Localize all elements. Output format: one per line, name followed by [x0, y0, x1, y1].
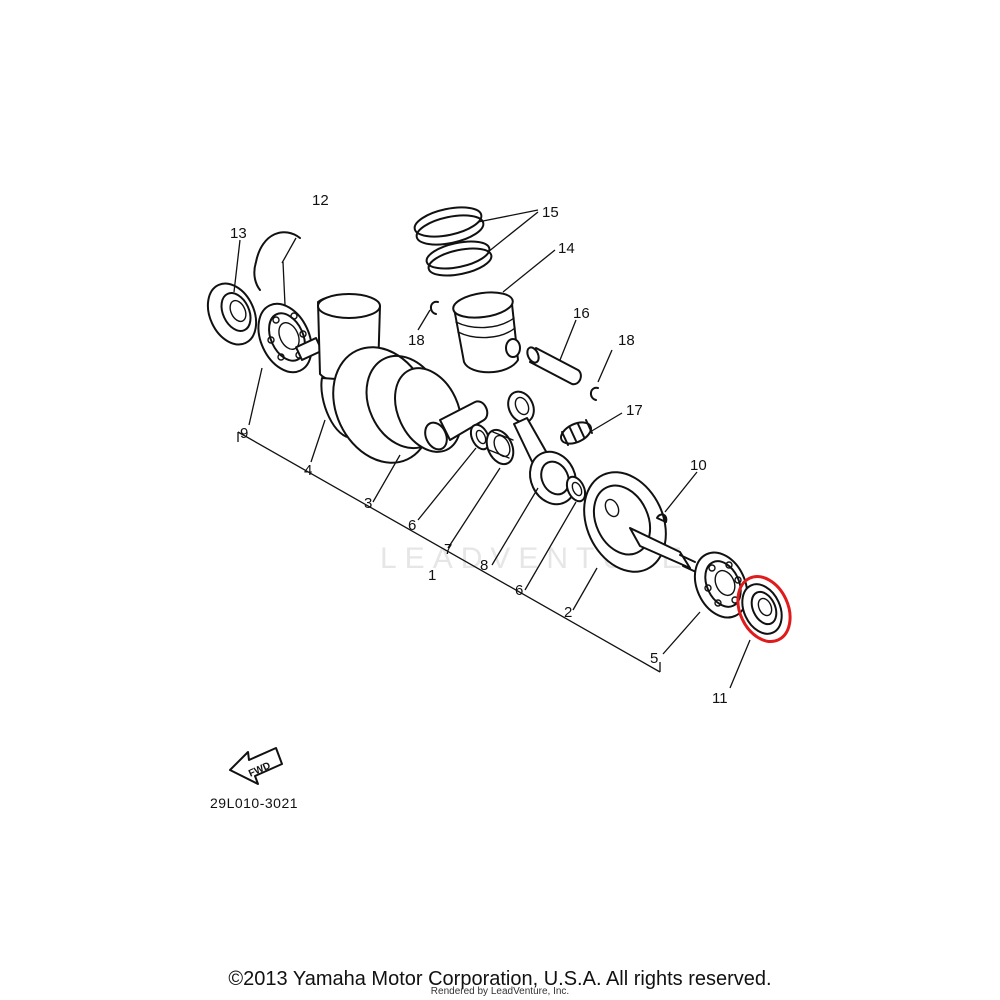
callout-18-right[interactable]: 18 [618, 332, 635, 349]
callout-8[interactable]: 8 [480, 557, 488, 574]
callout-6-right[interactable]: 6 [515, 582, 523, 599]
callout-5[interactable]: 5 [650, 650, 658, 667]
callout-2[interactable]: 2 [564, 604, 572, 621]
circlip-12 [253, 231, 301, 291]
highlight-ring [736, 575, 792, 643]
callout-1[interactable]: 1 [428, 567, 436, 584]
oil-seal-11[interactable] [735, 578, 790, 640]
drawing-code: 29L010-3021 [210, 795, 298, 811]
piston-rings-15 [413, 206, 493, 277]
leader-lines [233, 209, 751, 689]
callout-6-left[interactable]: 6 [408, 517, 416, 534]
callout-9[interactable]: 9 [240, 425, 248, 442]
callout-17[interactable]: 17 [626, 402, 643, 419]
needle-bearing-7 [485, 428, 515, 466]
copyright-notice: ©2013 Yamaha Motor Corporation, U.S.A. A… [228, 968, 772, 990]
callout-18-left[interactable]: 18 [408, 332, 425, 349]
renderer-credit: Rendered by LeadVenture, Inc. [430, 986, 570, 997]
callout-15[interactable]: 15 [542, 204, 559, 221]
callout-11[interactable]: 11 [712, 690, 728, 707]
piston-pin-16 [526, 346, 582, 386]
callout-14[interactable]: 14 [558, 240, 575, 257]
callout-16[interactable]: 16 [573, 305, 590, 322]
callout-13[interactable]: 13 [230, 225, 247, 242]
oil-seal-13 [206, 282, 258, 346]
washer-6-right [565, 475, 587, 503]
assembly-bracket [237, 431, 661, 673]
needle-bearing-17 [560, 419, 593, 446]
washer-6-left [469, 423, 491, 451]
circlip-18-left [430, 300, 439, 315]
crankshaft-left-4 [295, 293, 489, 464]
callout-3[interactable]: 3 [364, 495, 372, 512]
piston-14 [452, 291, 521, 374]
bearing-5 [693, 551, 749, 619]
woodruff-key-10 [656, 513, 668, 523]
bearing-9 [257, 302, 313, 374]
connecting-rod-8 [507, 390, 577, 506]
crankshaft-right-2 [583, 471, 697, 573]
circlip-18-right [590, 386, 599, 401]
fwd-arrow: FWD [229, 747, 283, 785]
callout-7[interactable]: 7 [444, 541, 452, 558]
callout-12[interactable]: 12 [312, 192, 329, 209]
callout-10[interactable]: 10 [690, 457, 707, 474]
callout-numbers: 12 13 15 14 18 16 18 17 10 9 4 3 6 7 1 8… [230, 192, 728, 707]
callout-4[interactable]: 4 [304, 462, 312, 479]
